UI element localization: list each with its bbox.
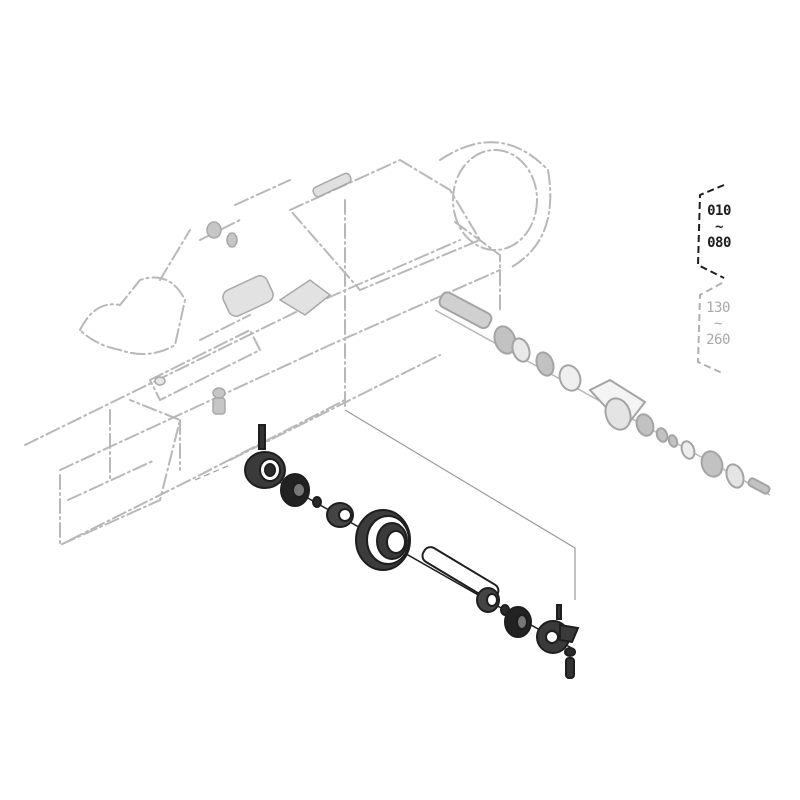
label-group-130-260: 130 ~ 260 (703, 300, 733, 348)
washer-right (564, 647, 576, 657)
leader-line (344, 409, 576, 600)
context-parts (154, 172, 352, 415)
leader-line-left (194, 464, 231, 481)
label-from: 010 (707, 203, 731, 219)
track-frame (24, 141, 552, 547)
seal-right (476, 587, 500, 613)
bolt-left (258, 424, 266, 450)
end-cap-right (536, 620, 580, 654)
label-bracket-dark (696, 184, 725, 279)
bearing-left (280, 473, 310, 507)
label-bracket-gray (696, 282, 723, 374)
label-from: 130 (706, 300, 730, 316)
label-sep: ~ (715, 219, 723, 235)
track-roller-assembly (244, 424, 580, 679)
end-cap-left (244, 451, 286, 489)
label-sep: ~ (714, 316, 722, 332)
bearing-right (504, 606, 532, 638)
gray-exploded-assembly (434, 291, 771, 496)
label-to: 080 (707, 235, 731, 251)
bolt-right-bottom (565, 657, 575, 679)
label-to: 260 (706, 332, 730, 348)
roller-body (355, 509, 411, 571)
o-ring-left (312, 496, 322, 508)
bolt-right-top (556, 604, 562, 620)
seal-left (326, 502, 354, 528)
label-group-010-080: 010 ~ 080 (704, 203, 734, 251)
